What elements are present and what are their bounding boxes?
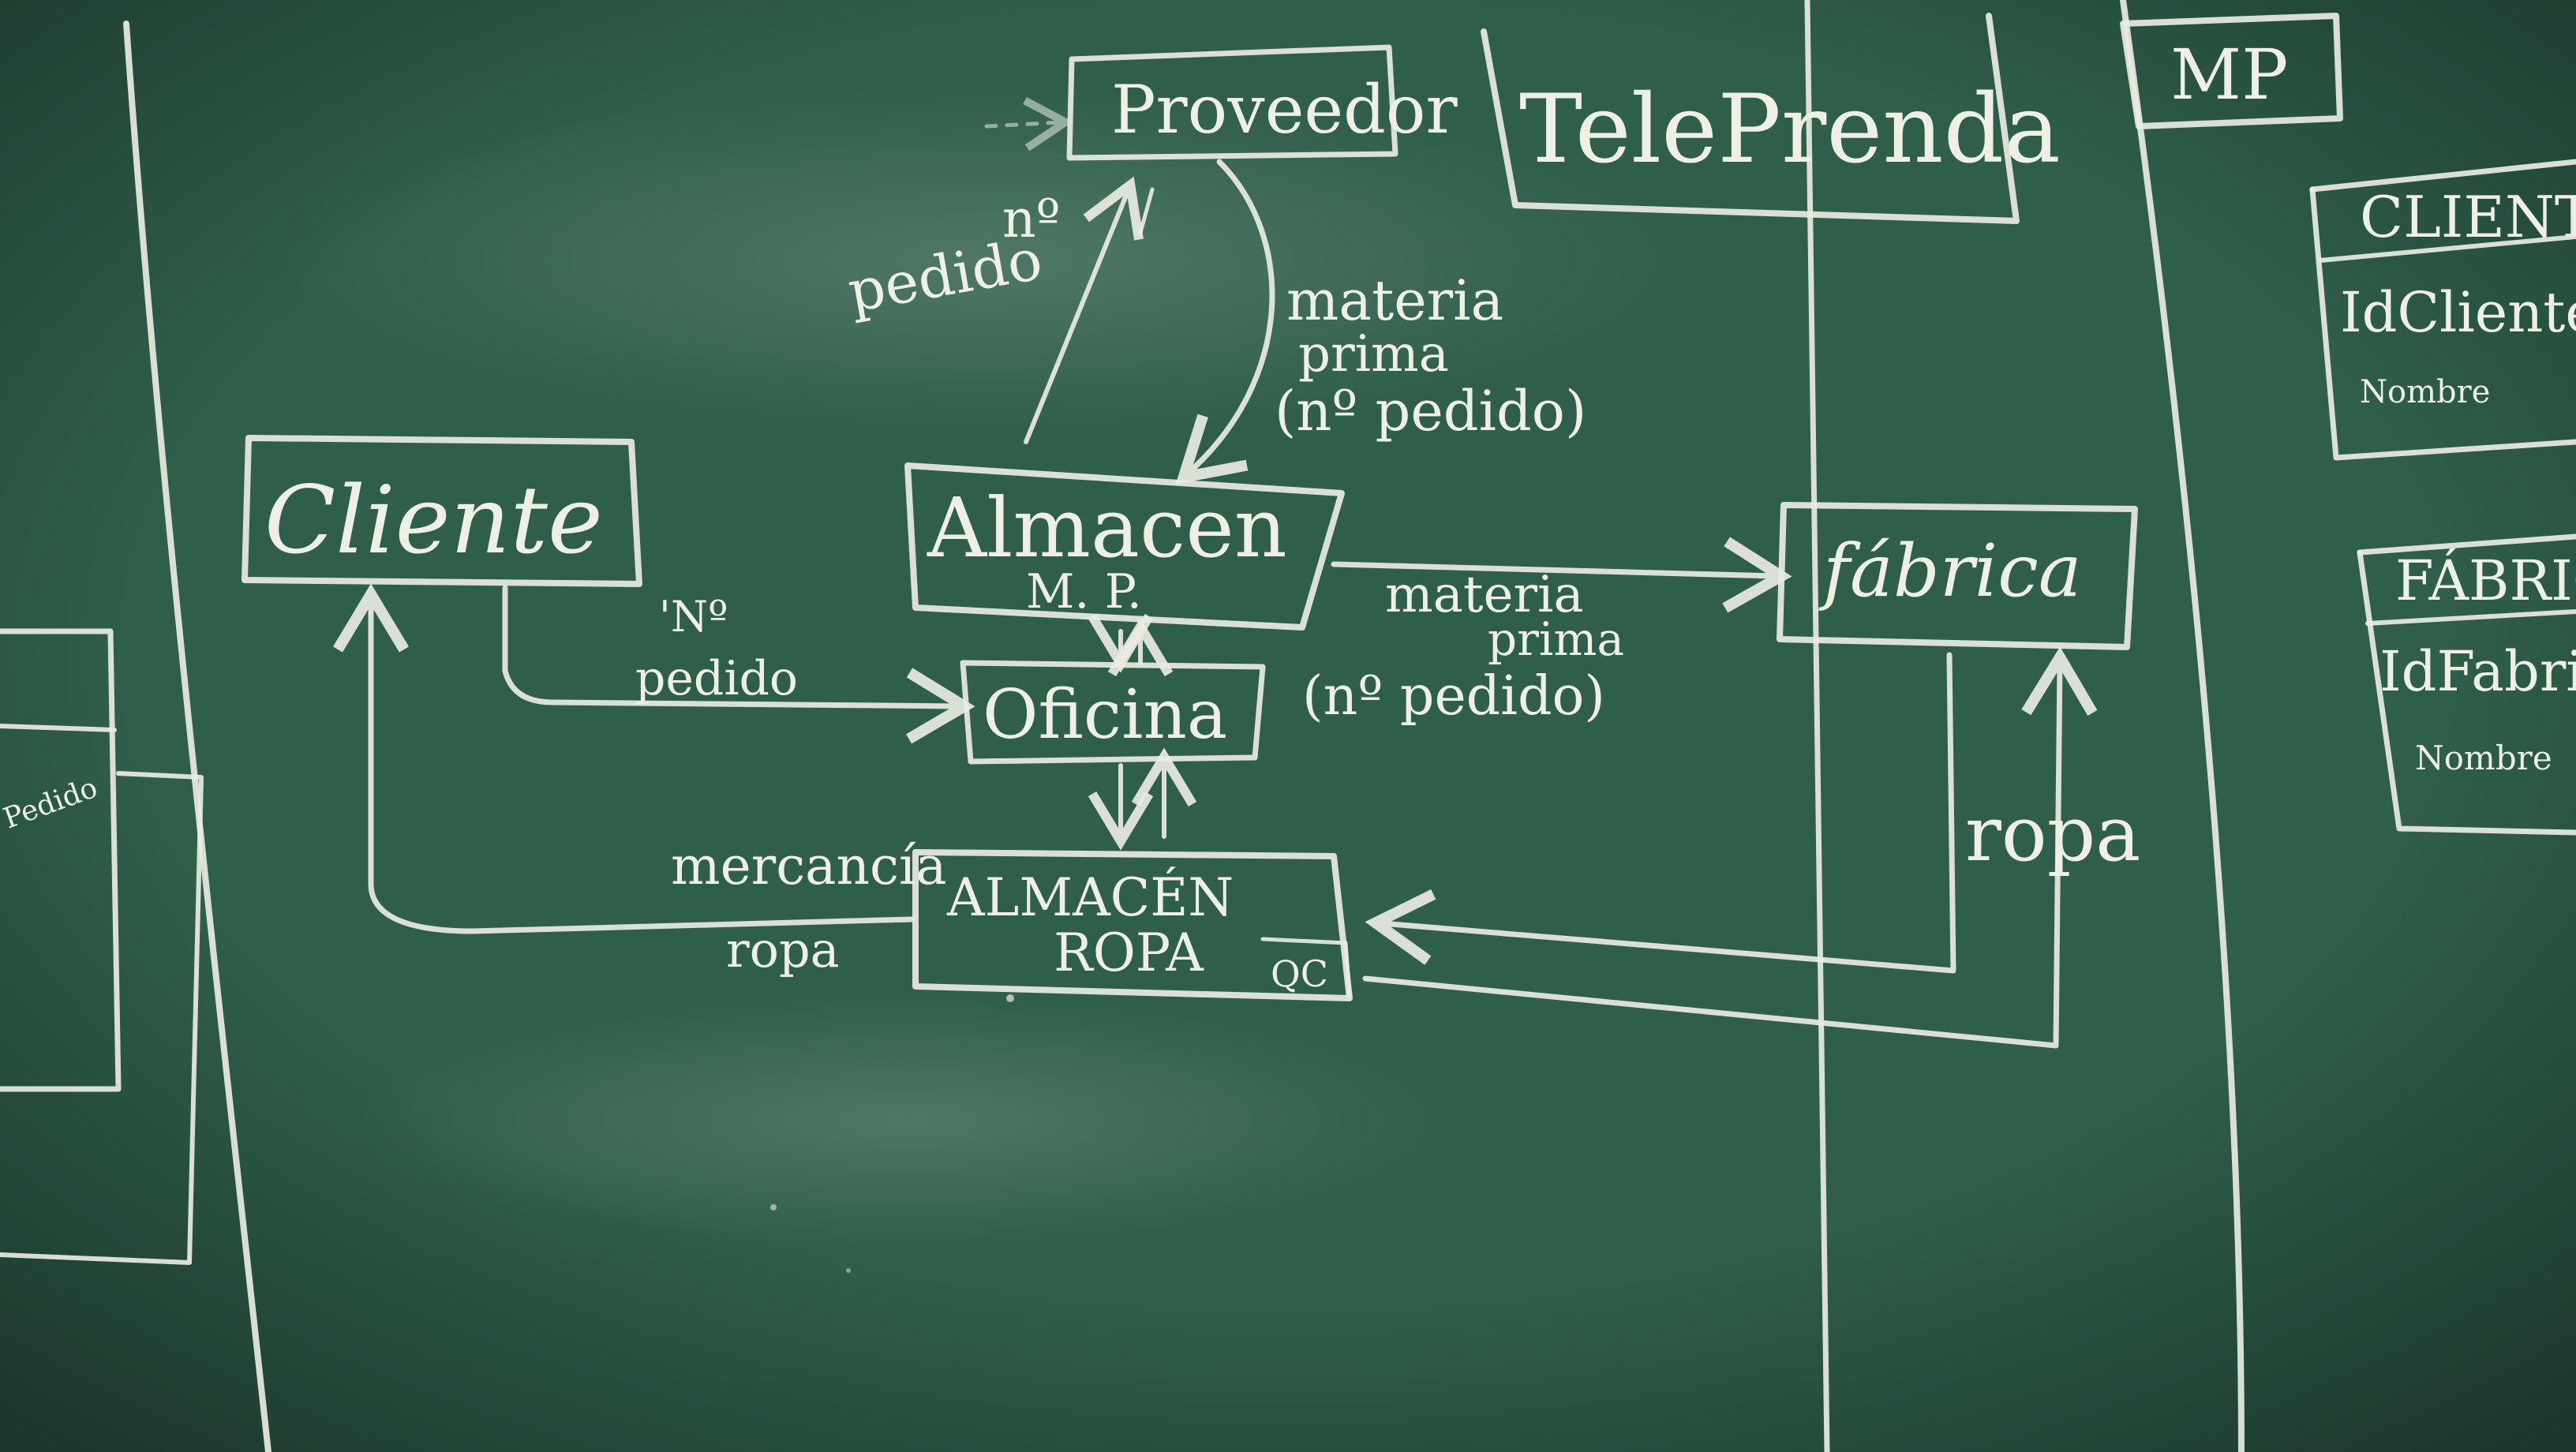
n-pedido-cliente-2: pedido xyxy=(635,651,798,706)
fabrica-table-field2: Nombre xyxy=(2415,739,2552,777)
mercancia-label: mercancía xyxy=(671,836,946,896)
mp-down-2: prima xyxy=(1298,325,1449,384)
cliente-table: CLIENTE IdCliente Nombre xyxy=(2309,159,2576,461)
qc-label: QC xyxy=(1271,952,1328,995)
almacen-ropa-label-1: ALMACÉN xyxy=(946,867,1234,928)
mp-fabrica-2: prima xyxy=(1488,612,1624,666)
mp-down-3: (nº pedido) xyxy=(1275,379,1586,443)
title-text: TelePrenda xyxy=(1519,75,2061,185)
node-almacen-mp: Almacen M. P. xyxy=(904,462,1345,631)
mp-box: MP xyxy=(2120,13,2343,129)
almacen-mp-label-1: Almacen xyxy=(927,480,1287,576)
node-almacen-ropa: ALMACÉN ROPA QC xyxy=(912,849,1353,1001)
cliente-table-field1: IdCliente xyxy=(2340,280,2576,345)
almacen-ropa-label-2: ROPA xyxy=(1054,922,1204,983)
fabrica-table-title: FÁBRICA xyxy=(2395,548,2576,613)
oficina-label: Oficina xyxy=(983,675,1227,754)
mp-text: MP xyxy=(2170,34,2288,115)
almacen-mp-label-2: M. P. xyxy=(1026,564,1142,619)
title-box: TelePrenda xyxy=(1481,13,2061,224)
mp-fabrica-3: (nº pedido) xyxy=(1302,665,1605,728)
panel-dividers xyxy=(123,0,2245,1452)
cliente-label: Cliente xyxy=(264,466,603,574)
ropa-left-label: ropa xyxy=(726,921,840,979)
fabrica-table-field1: IdFabrica xyxy=(2379,639,2576,704)
flow-arrows xyxy=(332,96,2098,1049)
n-pedido-up-1: nº xyxy=(1002,189,1061,249)
node-oficina: Oficina xyxy=(960,660,1266,765)
mp-fabrica-1: materia xyxy=(1385,566,1584,624)
cliente-table-field2: Nombre xyxy=(2360,374,2490,410)
node-fabrica: fábrica xyxy=(1777,502,2138,650)
fabrica-table: FÁBRICA IdFabrica Nombre xyxy=(2357,533,2576,836)
n-pedido-cliente-1: 'Nº xyxy=(659,592,728,642)
proveedor-label: Proveedor xyxy=(1111,71,1458,148)
chalk-specks xyxy=(770,994,1014,1273)
ropa-right-label: ropa xyxy=(1965,790,2140,878)
flow-labels: nº pedido materia prima (nº pedido) 'Nº … xyxy=(635,189,2140,979)
mp-down-1: materia xyxy=(1286,268,1503,333)
cliente-table-title: CLIENTE xyxy=(2360,184,2576,250)
node-cliente: Cliente xyxy=(242,435,642,587)
fabrica-label: fábrica xyxy=(1818,529,2082,613)
